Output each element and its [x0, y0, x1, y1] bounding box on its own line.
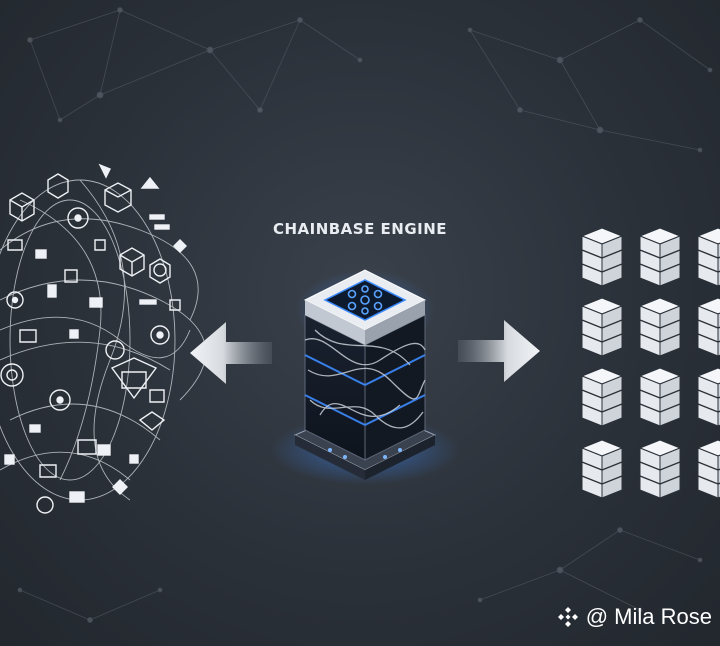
watermark: @ Mila Rose — [556, 604, 712, 630]
binance-logo-icon — [557, 607, 578, 627]
diagram-title: CHAINBASE ENGINE — [272, 220, 448, 238]
watermark-text: @ Mila Rose — [585, 604, 712, 629]
